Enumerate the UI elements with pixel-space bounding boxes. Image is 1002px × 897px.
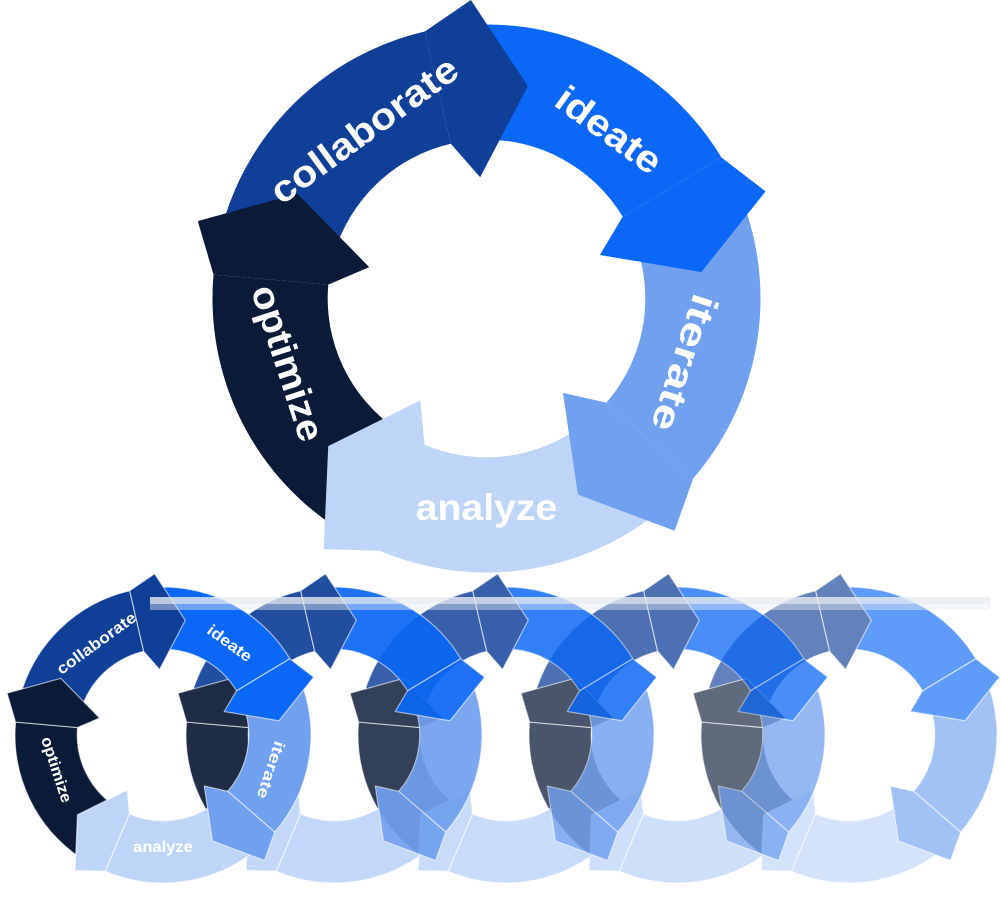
iterate-arc — [606, 204, 761, 479]
iterate-arc — [913, 683, 998, 833]
iterate-arrowhead — [374, 785, 447, 862]
ideate-arrowhead — [223, 658, 315, 722]
ideate-arrowhead — [737, 658, 829, 722]
collaborate-arrowhead — [129, 573, 186, 671]
ideate-arc — [476, 24, 722, 217]
analyze-arrowhead — [323, 400, 425, 551]
ideate-arrowhead — [394, 658, 486, 722]
analyze-label: analyze — [416, 486, 558, 528]
optimize-arrowhead — [6, 677, 101, 729]
iterate-arc — [741, 683, 826, 833]
ideate-arc — [843, 586, 977, 692]
optimize-arrowhead — [197, 193, 370, 285]
iterate-arrowhead — [717, 785, 790, 862]
iterate-arrowhead — [562, 392, 694, 531]
collaborate-arrowhead — [424, 0, 528, 178]
iterate-arrowhead — [546, 785, 619, 862]
ideate-arc — [500, 586, 634, 692]
analyze-label: analyze — [133, 839, 193, 856]
iterate-arrowhead — [889, 785, 962, 862]
iterate-arc — [570, 683, 655, 833]
iterate-arrowhead — [203, 785, 276, 862]
analyze-arrowhead — [74, 789, 131, 872]
ideate-arrowhead — [599, 157, 766, 273]
ideate-arrowhead — [566, 658, 658, 722]
ideate-arc — [671, 586, 805, 692]
ideate-arrowhead — [909, 658, 1001, 722]
